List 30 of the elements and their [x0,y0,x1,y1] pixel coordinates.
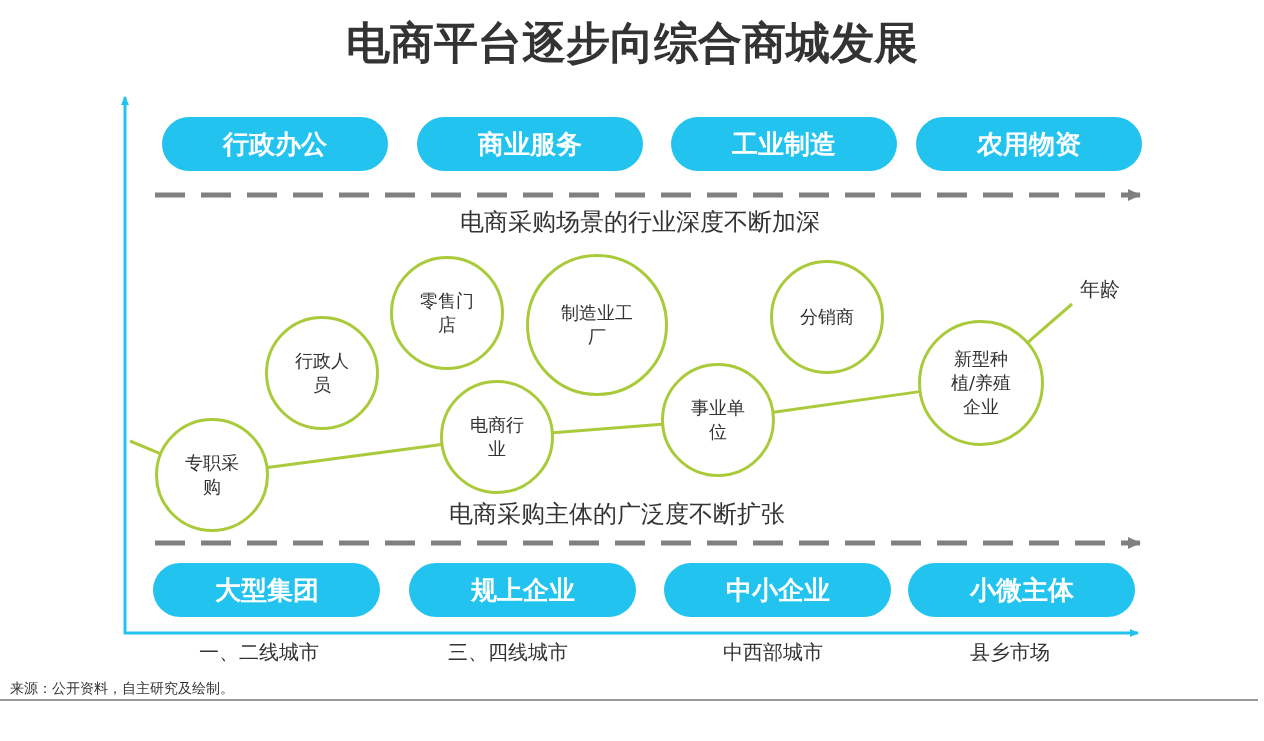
circle-bubble: 专职采购 [155,418,269,532]
circle-bubble: 零售门店 [390,256,504,370]
axis-label: 中西部城市 [723,639,823,666]
circle-bubble: 新型种植/养殖企业 [918,320,1044,446]
circle-bubble: 事业单位 [661,363,775,477]
circle-bubble: 电商行业 [440,380,554,494]
trend-line [1026,302,1073,344]
direction-caption: 电商采购场景的行业深度不断加深 [460,207,820,238]
trend-line [773,390,920,414]
circle-bubble: 制造业工厂 [526,254,668,396]
trend-line [552,422,663,435]
curve-label: 年龄 [1080,276,1120,303]
title: 电商平台逐步向综合商城发展 [345,16,919,70]
category-pill: 小微主体 [908,563,1135,617]
direction-caption: 电商采购主体的广泛度不断扩张 [449,499,785,530]
circle-bubble: 分销商 [770,260,884,374]
category-pill: 大型集团 [153,563,380,617]
category-pill: 中小企业 [664,563,891,617]
category-pill: 行政办公 [162,117,388,171]
source-note: 来源：公开资料，自主研究及绘制。 [10,680,234,698]
category-pill: 规上企业 [409,563,636,617]
axis-label: 三、四线城市 [448,639,568,666]
category-pill: 工业制造 [671,117,897,171]
axis-label: 县乡市场 [970,639,1050,666]
trend-line [129,439,161,455]
axis-label: 一、二线城市 [199,639,319,666]
circle-bubble: 行政人员 [265,316,379,430]
category-pill: 商业服务 [417,117,643,171]
trend-line [267,442,442,470]
category-pill: 农用物资 [916,117,1142,171]
